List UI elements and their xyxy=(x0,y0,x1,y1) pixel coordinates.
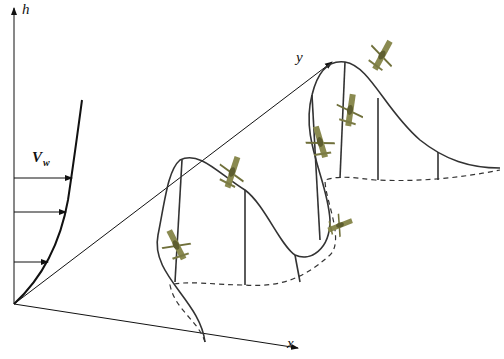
axis-label: h xyxy=(22,2,30,17)
wind-label: V xyxy=(32,150,42,165)
wind-profile xyxy=(14,100,82,304)
axis-label: x xyxy=(287,336,294,351)
wind-subscript: w xyxy=(43,158,50,168)
trajectory xyxy=(157,62,500,342)
aircraft-icons xyxy=(157,34,403,265)
axis-label: y xyxy=(296,50,303,65)
axes xyxy=(14,8,332,348)
